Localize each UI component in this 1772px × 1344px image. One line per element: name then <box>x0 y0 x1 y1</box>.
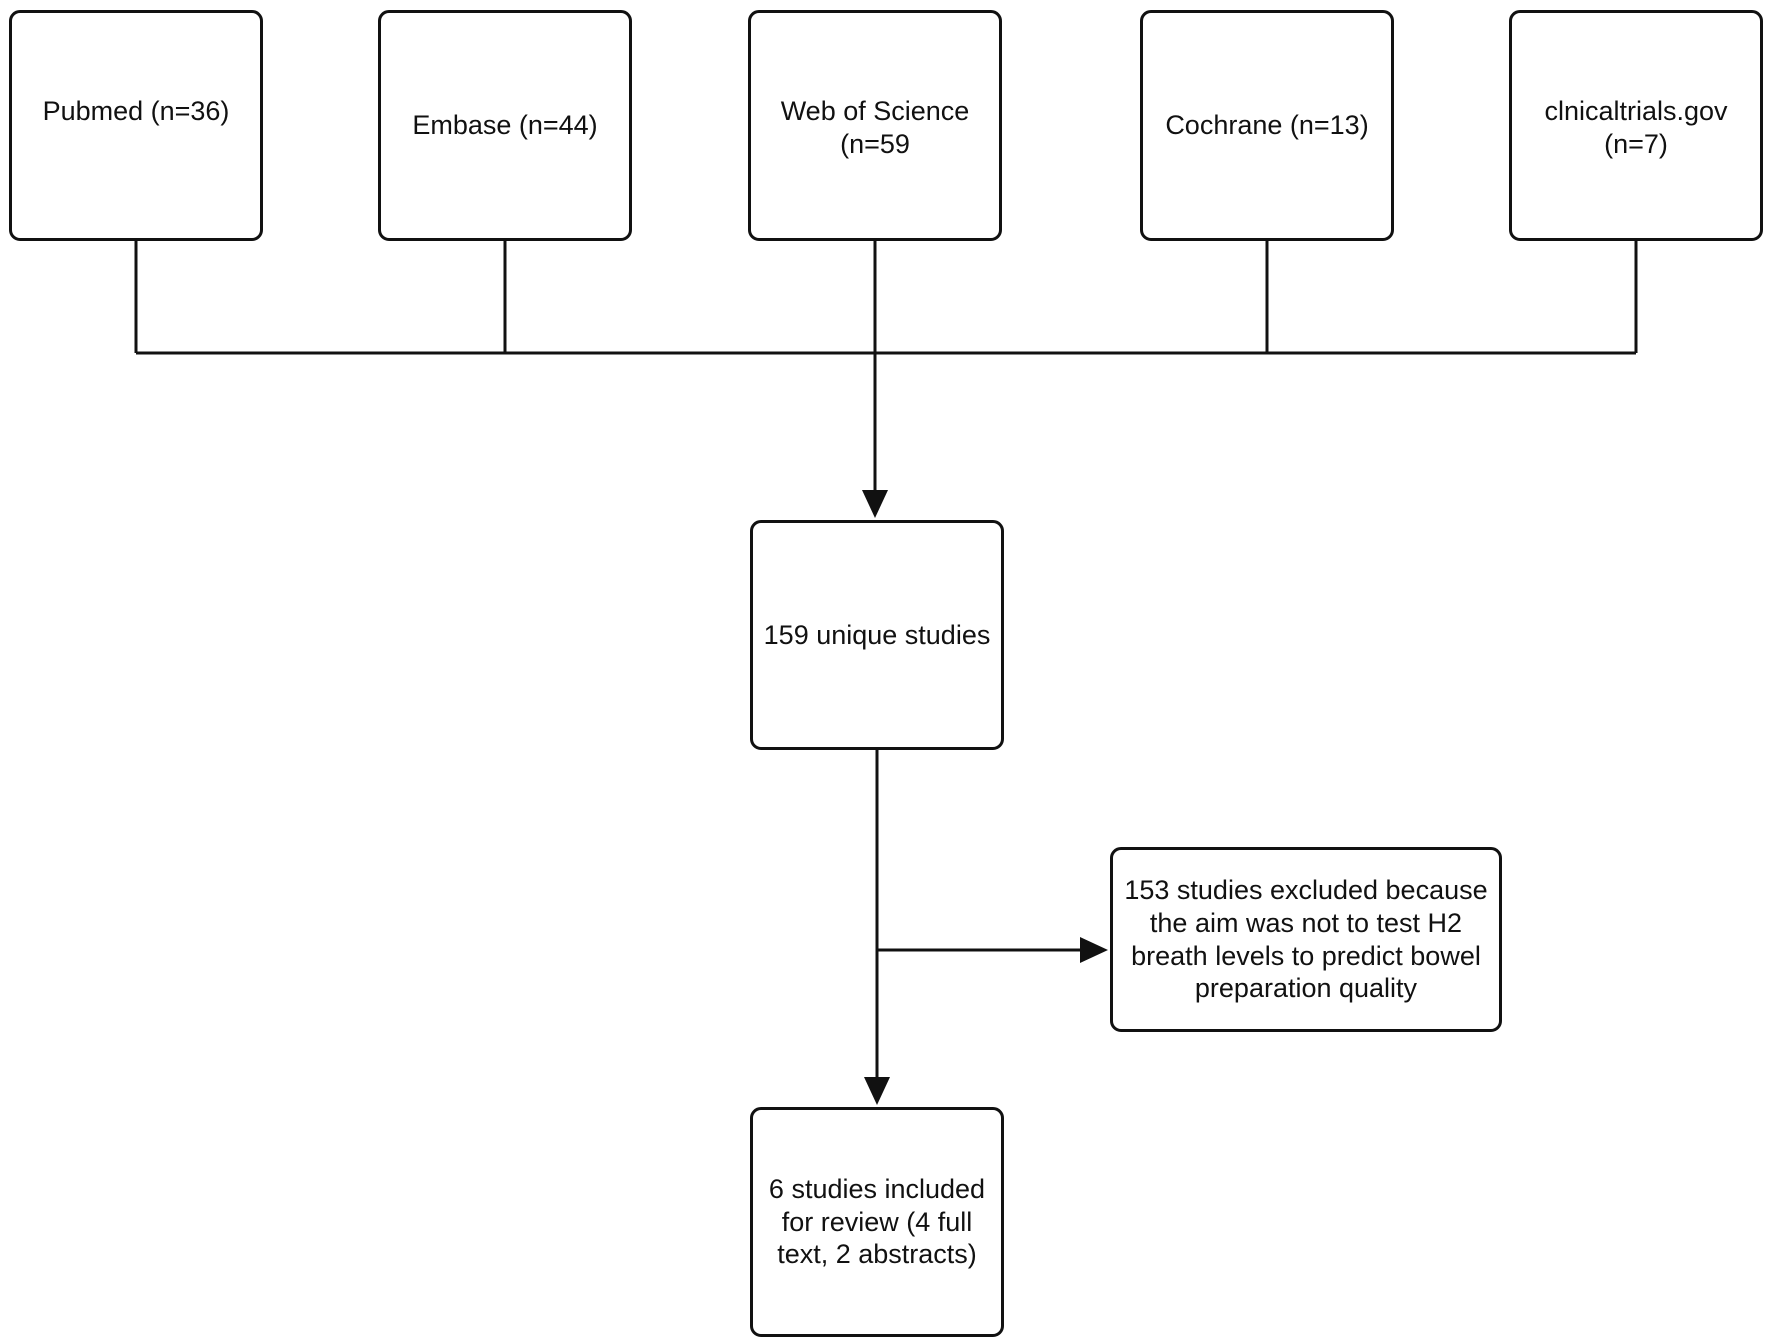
arrowhead-included <box>864 1077 890 1105</box>
source-label-embase: Embase (n=44) <box>412 110 598 141</box>
source-box-embase: Embase (n=44) <box>378 10 632 241</box>
source-box-cochrane: Cochrane (n=13) <box>1140 10 1394 241</box>
excluded-studies-box: 153 studies excluded because the aim was… <box>1110 847 1502 1032</box>
source-label-clinicaltrials: clnicaltrials.gov (n=7) <box>1544 96 1728 159</box>
arrowhead-unique <box>862 490 888 518</box>
source-box-web-of-science: Web of Science (n=59 <box>748 10 1002 241</box>
source-label-web-of-science: Web of Science (n=59 <box>780 96 970 159</box>
unique-studies-box: 159 unique studies <box>750 520 1004 750</box>
source-label-pubmed: Pubmed (n=36) <box>42 96 230 126</box>
arrowhead-excluded <box>1080 937 1108 963</box>
source-box-pubmed: Pubmed (n=36) <box>9 10 263 241</box>
excluded-studies-label: 153 studies excluded because the aim was… <box>1124 874 1488 1004</box>
source-box-clinicaltrials: clnicaltrials.gov (n=7) <box>1509 10 1763 241</box>
source-label-cochrane: Cochrane (n=13) <box>1165 110 1369 141</box>
unique-studies-label: 159 unique studies <box>763 619 991 650</box>
included-studies-label: 6 studies included for review (4 full te… <box>768 1173 986 1270</box>
included-studies-box: 6 studies included for review (4 full te… <box>750 1107 1004 1337</box>
